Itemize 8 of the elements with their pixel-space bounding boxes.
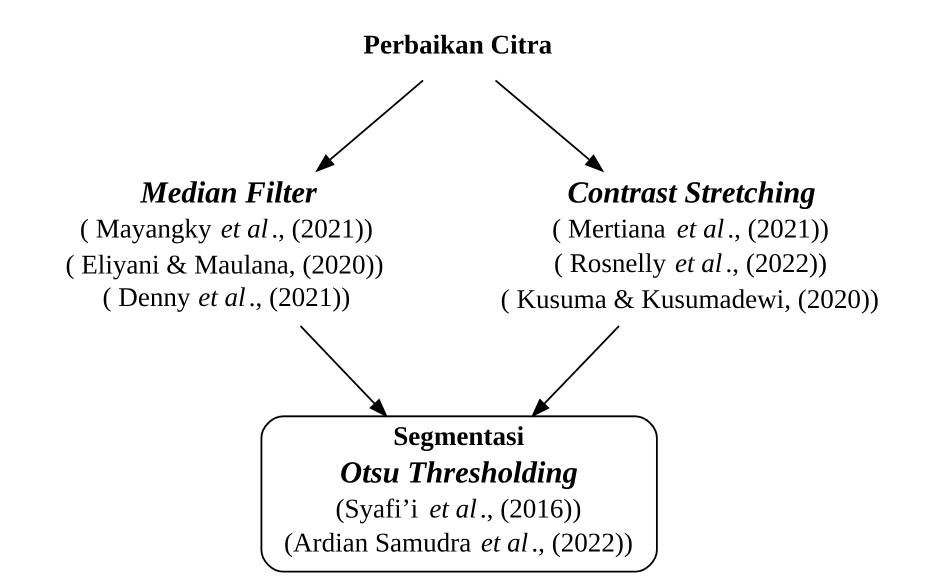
arrow	[315, 80, 424, 172]
arrow	[300, 325, 388, 418]
node-text: Perbaikan Citra	[363, 29, 552, 60]
arrow	[494, 80, 604, 172]
arrow	[530, 325, 620, 418]
node-text: Contrast Stretching ( Mertiana et al., (2021)) ( Rosnelly et al., (2022)) ( Kusuma & Kusumadewi, (2020))	[500, 175, 879, 314]
node-box: Segmentasi Otsu Thresholding (Syafi’i et al., (2016)) (Ardian Samudra et al., (2022))	[260, 415, 658, 572]
node-text: Median Filter ( Mayangky et al., (2021)) ( Eliyani & Maulana, (2020)) ( Denny et al., (2021))	[65, 175, 384, 312]
